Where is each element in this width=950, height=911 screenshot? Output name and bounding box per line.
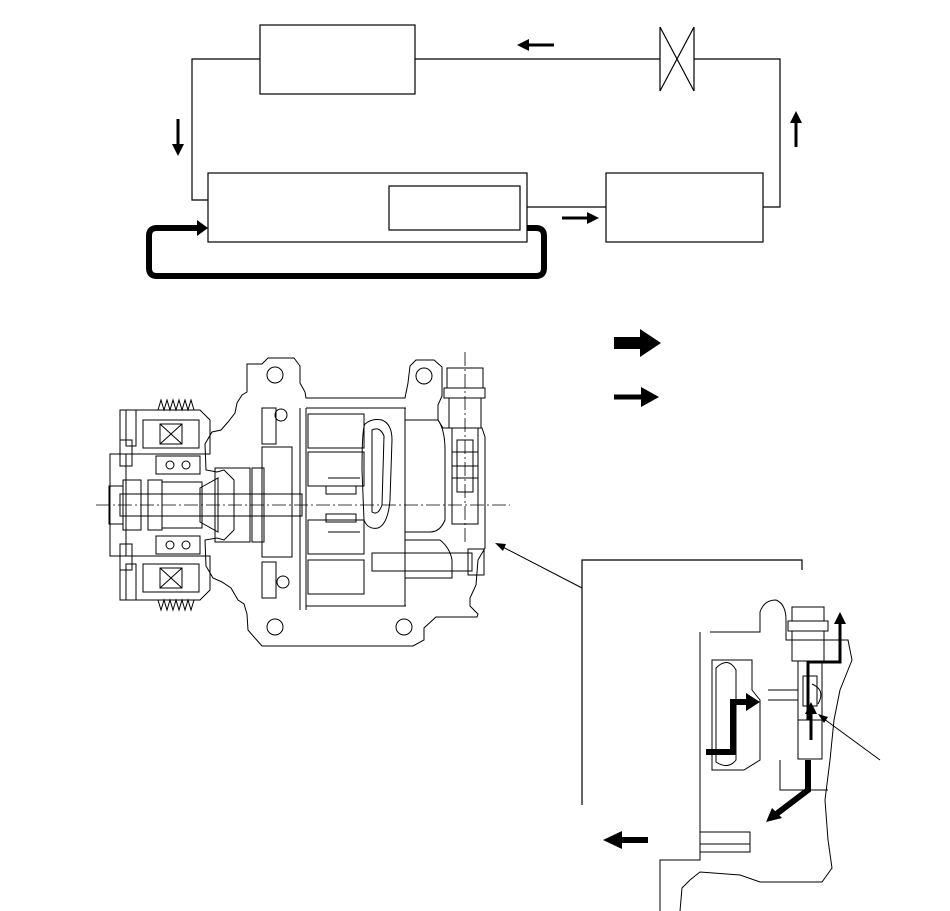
- detail-outlet-arrow: [603, 831, 648, 849]
- valve-cap-hex: [443, 387, 486, 399]
- detail-housing: [679, 599, 853, 911]
- drive-shaft: [119, 493, 303, 517]
- clutch-coil-upper: [142, 419, 200, 449]
- box-right: [605, 172, 764, 243]
- flow-arrow-up: [790, 111, 802, 147]
- valve-sleeve: [451, 427, 479, 525]
- cycle-pipe-right: [694, 58, 781, 208]
- piston-lower: [307, 559, 365, 595]
- oil-return-loop: [146, 225, 547, 279]
- box-main-inner: [388, 185, 521, 231]
- pulley-grooves-lower: [157, 598, 195, 612]
- detail-view-pointer: [496, 543, 583, 589]
- valve-pointer: [819, 715, 881, 761]
- expansion-valve: [659, 26, 695, 92]
- flow-arrow-down: [172, 119, 184, 156]
- detail-view: [581, 559, 881, 911]
- housing-outline: [204, 357, 486, 647]
- flow-arrows: [172, 39, 802, 224]
- legend-thick-arrow: [614, 329, 661, 357]
- mount-hole-tl: [266, 366, 284, 384]
- legend: [614, 329, 661, 407]
- clutch-plate: [109, 453, 127, 557]
- piston-upper-mid: [307, 451, 365, 487]
- detail-oil-path: [706, 693, 811, 822]
- compressor-section: [96, 352, 510, 647]
- box-top: [259, 24, 416, 95]
- bearing-upper: [155, 455, 201, 475]
- refrigerant-cycle: [191, 24, 781, 243]
- pulley-grooves-upper: [157, 398, 195, 412]
- through-bolt: [371, 552, 473, 572]
- cycle-pipe-left: [191, 58, 260, 201]
- mount-hole-br: [395, 618, 413, 636]
- suction-passage: [361, 419, 393, 529]
- flow-arrow-right: [562, 212, 599, 224]
- detail-view-border: [581, 559, 803, 805]
- swash-hub: [261, 446, 293, 558]
- pulley-upper: [119, 409, 211, 455]
- box-main: [207, 172, 528, 243]
- flow-arrow-left: [517, 39, 554, 51]
- piston-lower-mid: [307, 519, 365, 555]
- detail-refrigerant-path: [805, 612, 846, 740]
- detail-valve-cap: [791, 606, 825, 622]
- pulley-lower: [119, 555, 211, 601]
- legend-thin-arrow: [614, 387, 659, 407]
- bearing-lower: [155, 535, 201, 555]
- mount-hole-bl: [266, 618, 284, 636]
- clutch-coil-lower: [142, 563, 200, 593]
- piston-upper: [307, 413, 365, 449]
- mount-hole-tr: [415, 367, 433, 385]
- oil-return-arrowhead: [197, 220, 208, 236]
